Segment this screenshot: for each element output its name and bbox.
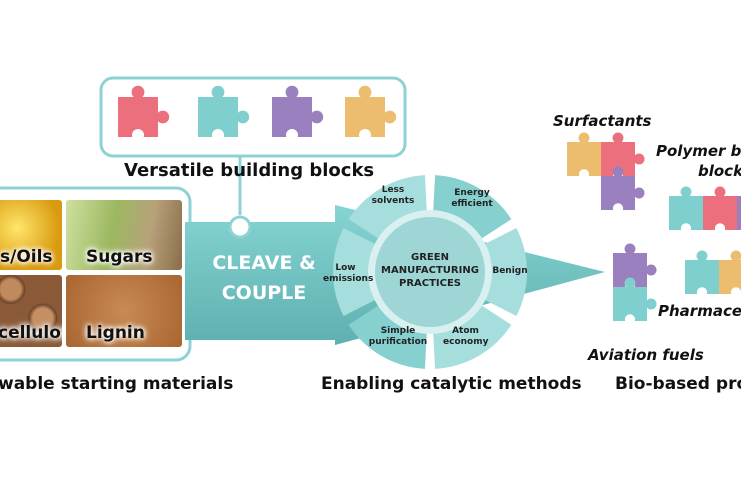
building-blocks-box	[99, 76, 407, 158]
center-circle	[375, 217, 485, 327]
photo-cellulose: cellulose	[0, 275, 62, 347]
segment-energy-efficient: Energy efficient	[451, 188, 493, 209]
puzzle-piece-icon	[198, 85, 250, 141]
product-aviation-fuels: Aviation fuels	[588, 346, 704, 364]
cycle-segment	[433, 304, 512, 369]
photo-sugars: Sugars	[66, 200, 182, 270]
puzzle-piece-icon	[613, 277, 657, 325]
photo-lignin: Lignin	[66, 275, 182, 347]
puzzle-piece-icon	[601, 166, 645, 214]
segment-atom-economy: Atom economy	[443, 326, 489, 347]
segment-low-emissions: Low emissions	[323, 263, 374, 284]
product-polymer-2: block	[698, 162, 741, 180]
cycle-ring	[333, 175, 527, 369]
product-surfactants: Surfactants	[553, 112, 652, 130]
puzzle-piece-icon	[613, 243, 657, 291]
connector-circle	[228, 215, 252, 239]
product-pharmaceuticals: Pharmaceu	[658, 302, 741, 320]
puzzle-piece-icon	[669, 186, 713, 234]
product-polymer: Polymer bu	[656, 142, 741, 160]
center-label: GREEN MANUFACTURING PRACTICES	[381, 252, 479, 289]
puzzle-piece-icon	[601, 132, 645, 180]
cycle-segment	[348, 175, 427, 240]
puzzle-piece-icon	[118, 85, 170, 141]
segment-simple-purification: Simple purification	[368, 326, 428, 347]
bio-based-products-label: Bio-based pro	[615, 374, 741, 394]
puzzle-piece-icon	[272, 85, 324, 141]
cleave-couple-label: CLEAVE &COUPLE	[212, 252, 316, 304]
cycle-segment	[433, 175, 512, 240]
puzzle-piece-icon	[685, 250, 729, 298]
puzzle-piece-icon	[737, 196, 741, 230]
puzzle-piece-icon	[345, 85, 397, 141]
building-blocks-label: Versatile building blocks	[124, 160, 375, 181]
cycle-segment	[483, 227, 527, 317]
cycle-segment	[333, 227, 377, 317]
segment-less-solvents: Less solvents	[371, 185, 415, 206]
photo-fats-oils: s/Oils	[0, 200, 62, 270]
segment-benign: Benign	[492, 266, 528, 276]
puzzle-piece-icon	[719, 250, 741, 298]
cycle-segment	[348, 304, 427, 369]
starting-materials-label: wable starting materials	[0, 374, 234, 394]
puzzle-piece-icon	[703, 186, 741, 234]
puzzle-piece-icon	[567, 132, 611, 180]
catalytic-methods-label: Enabling catalytic methods	[321, 374, 582, 394]
